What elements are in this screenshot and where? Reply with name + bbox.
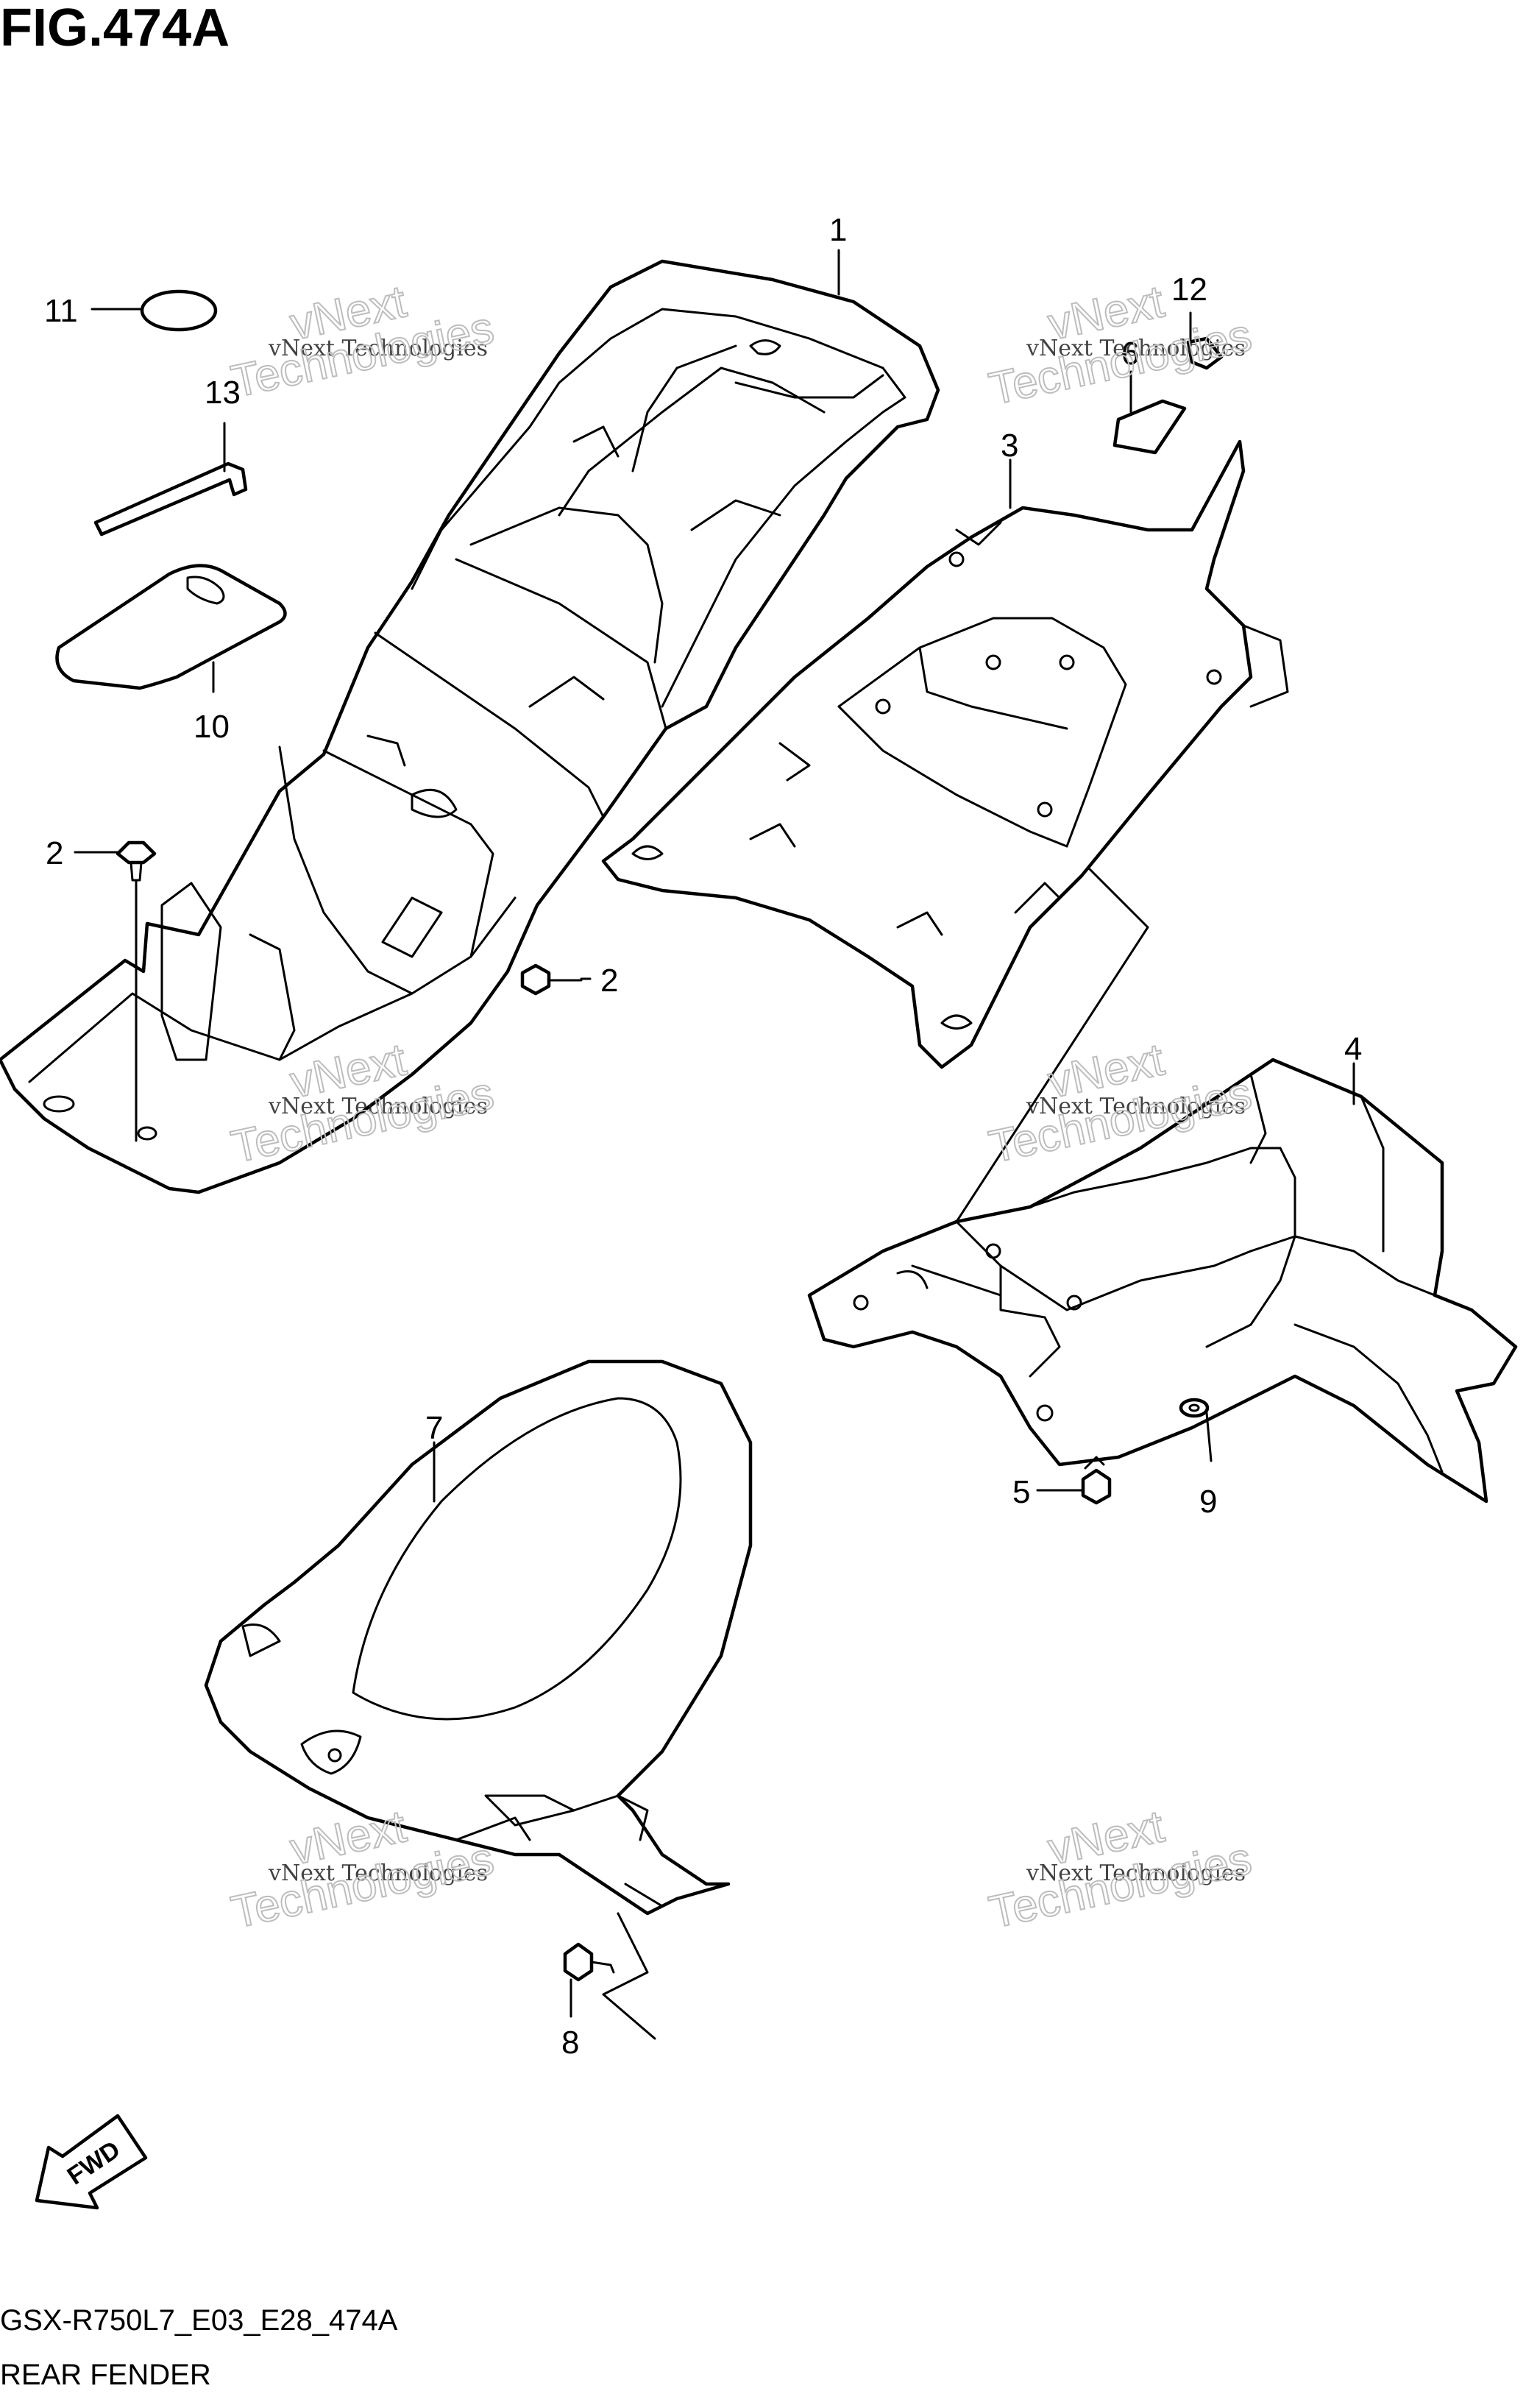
callout-13: 13 [205, 375, 241, 411]
footer-diagram-name: REAR FENDER [0, 2359, 211, 2391]
watermark-2: vNext Technologies vNext Technologies [984, 275, 1257, 415]
callout-1: 1 [829, 212, 847, 248]
callout-3: 3 [1001, 428, 1018, 464]
callout-12: 12 [1171, 272, 1207, 308]
callout-11: 11 [44, 293, 78, 329]
part-7-front-fender [204, 1359, 753, 2040]
callout-9: 9 [1199, 1484, 1217, 1520]
footer-diagram-code: GSX-R750L7_E03_E28_474A [0, 2304, 398, 2337]
part-8-bolt [563, 1942, 615, 1982]
part-2-screw-b [520, 963, 583, 996]
figure-title: FIG.474A [0, 0, 230, 57]
part-10-tool-bag [55, 564, 287, 690]
callout-8: 8 [561, 2025, 579, 2061]
callout-2b: 2 [600, 963, 618, 999]
svg-text:vNext Technologies: vNext Technologies [268, 336, 488, 361]
part-2-screw-a [116, 840, 157, 1142]
callout-6: 6 [1121, 336, 1139, 372]
part-5-bolt [1081, 1456, 1112, 1505]
callout-5: 5 [1012, 1474, 1030, 1510]
part-4-rear-hugger [807, 1058, 1518, 1504]
callout-10: 10 [194, 709, 230, 745]
part-12-clip [1186, 336, 1224, 370]
svg-text:vNext Technologies: vNext Technologies [1026, 336, 1246, 361]
watermark-6: vNext Technologies vNext Technologies [984, 1800, 1257, 1938]
part-1-rear-fender-tray [0, 259, 940, 1194]
callout-4: 4 [1344, 1031, 1362, 1067]
part-9-washer [1179, 1398, 1210, 1418]
fwd-arrow: FWD [35, 2114, 148, 2210]
callout-7: 7 [425, 1410, 443, 1446]
part-11-o-ring [140, 289, 218, 332]
callouts: 1 11 12 6 13 3 10 2 2 4 7 5 9 8 [44, 212, 1362, 2061]
svg-text:vNext Technologies: vNext Technologies [268, 1094, 488, 1119]
watermark-1: vNext Technologies vNext Technologies [227, 275, 499, 408]
part-6-pad [1112, 399, 1187, 455]
callout-2a: 2 [46, 835, 63, 871]
svg-text:vNext Technologies: vNext Technologies [268, 1860, 488, 1886]
part-13-hex-key [93, 461, 248, 537]
svg-text:vNext Technologies: vNext Technologies [1026, 1860, 1246, 1886]
svg-text:vNext Technologies: vNext Technologies [1026, 1094, 1246, 1119]
callout-leaders [74, 249, 1355, 2018]
